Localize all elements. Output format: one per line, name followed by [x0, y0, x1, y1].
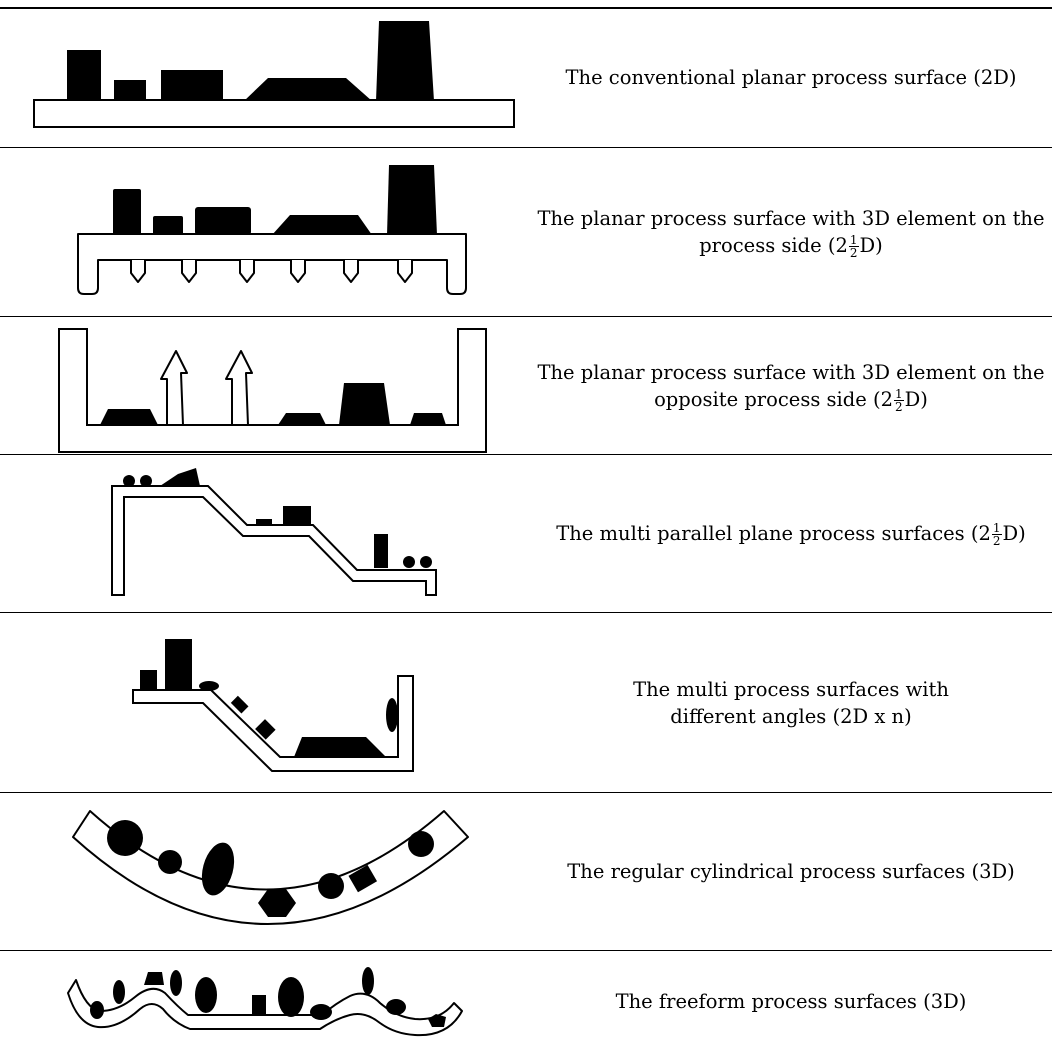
multi-angle-surfaces-drawing — [132, 639, 414, 772]
planar-surface-opposite-side-3d-figure — [0, 317, 530, 454]
row-divider — [0, 316, 1052, 317]
row-label-text: The multi parallel plane process surface… — [556, 522, 991, 545]
row-label: The freeform process surfaces (3D) — [615, 989, 967, 1013]
row-label-text: The planar process surface with 3D eleme… — [537, 207, 1045, 257]
row-label: The regular cylindrical process surfaces… — [567, 860, 1015, 883]
multi-parallel-plane-figure — [0, 455, 530, 612]
fraction-numerator: 1 — [894, 386, 904, 401]
row-label: The conventional planar process surface … — [565, 66, 1017, 89]
table-top-rule — [0, 7, 1052, 9]
row-description: The multi parallel plane process surface… — [530, 455, 1052, 612]
row-description: The multi process surfaces with differen… — [530, 613, 1052, 792]
table-row: The planar process surface with 3D eleme… — [0, 317, 1052, 454]
row-label: The multi parallel plane process surface… — [556, 520, 1026, 547]
row-description: The conventional planar process surface … — [530, 8, 1052, 147]
fraction-denominator: 2 — [849, 246, 858, 260]
dimension-suffix: D) — [1002, 522, 1026, 545]
table-row: The conventional planar process surface … — [0, 8, 1052, 147]
dimension-suffix: D) — [859, 234, 883, 257]
row-label: The planar process surface with 3D eleme… — [530, 205, 1052, 259]
freeform-surface-figure — [0, 951, 530, 1051]
row-divider — [0, 147, 1052, 148]
planar-surface-process-side-3d-figure — [0, 148, 530, 316]
cylindrical-surface-figure — [0, 793, 530, 950]
fraction-denominator: 2 — [992, 534, 1001, 548]
planar-surface-opposite-side-drawing — [58, 328, 487, 453]
row-description: The regular cylindrical process surfaces… — [530, 793, 1052, 950]
row-divider — [0, 792, 1052, 793]
planar-surface-process-side-drawing — [77, 165, 467, 295]
table-row: The freeform process surfaces (3D) — [0, 951, 1052, 1051]
freeform-surface-drawing — [67, 967, 463, 1037]
row-description: The planar process surface with 3D eleme… — [530, 148, 1052, 316]
planar-surface-figure — [0, 8, 530, 147]
multi-parallel-plane-drawing — [111, 468, 437, 596]
row-divider — [0, 612, 1052, 613]
row-label: The planar process surface with 3D eleme… — [530, 359, 1052, 413]
planar-surface-drawing — [33, 21, 515, 128]
row-description: The freeform process surfaces (3D) — [530, 951, 1052, 1051]
fraction-denominator: 2 — [895, 399, 903, 414]
table-row: The regular cylindrical process surfaces… — [0, 793, 1052, 950]
row-label: The multi process surfaces with differen… — [633, 677, 949, 728]
fraction-numerator: 1 — [848, 233, 859, 247]
table-row: The multi process surfaces with differen… — [0, 613, 1052, 792]
row-label-text: The planar process surface with 3D eleme… — [537, 360, 1045, 411]
table-row: The multi parallel plane process surface… — [0, 455, 1052, 612]
multi-angle-surfaces-figure — [0, 613, 530, 792]
row-divider — [0, 950, 1052, 951]
row-description: The planar process surface with 3D eleme… — [530, 317, 1052, 454]
cylindrical-surface-drawing — [72, 810, 469, 925]
table-row: The planar process surface with 3D eleme… — [0, 148, 1052, 316]
row-divider — [0, 454, 1052, 455]
fraction-numerator: 1 — [991, 521, 1002, 535]
dimension-suffix: D) — [904, 387, 928, 411]
